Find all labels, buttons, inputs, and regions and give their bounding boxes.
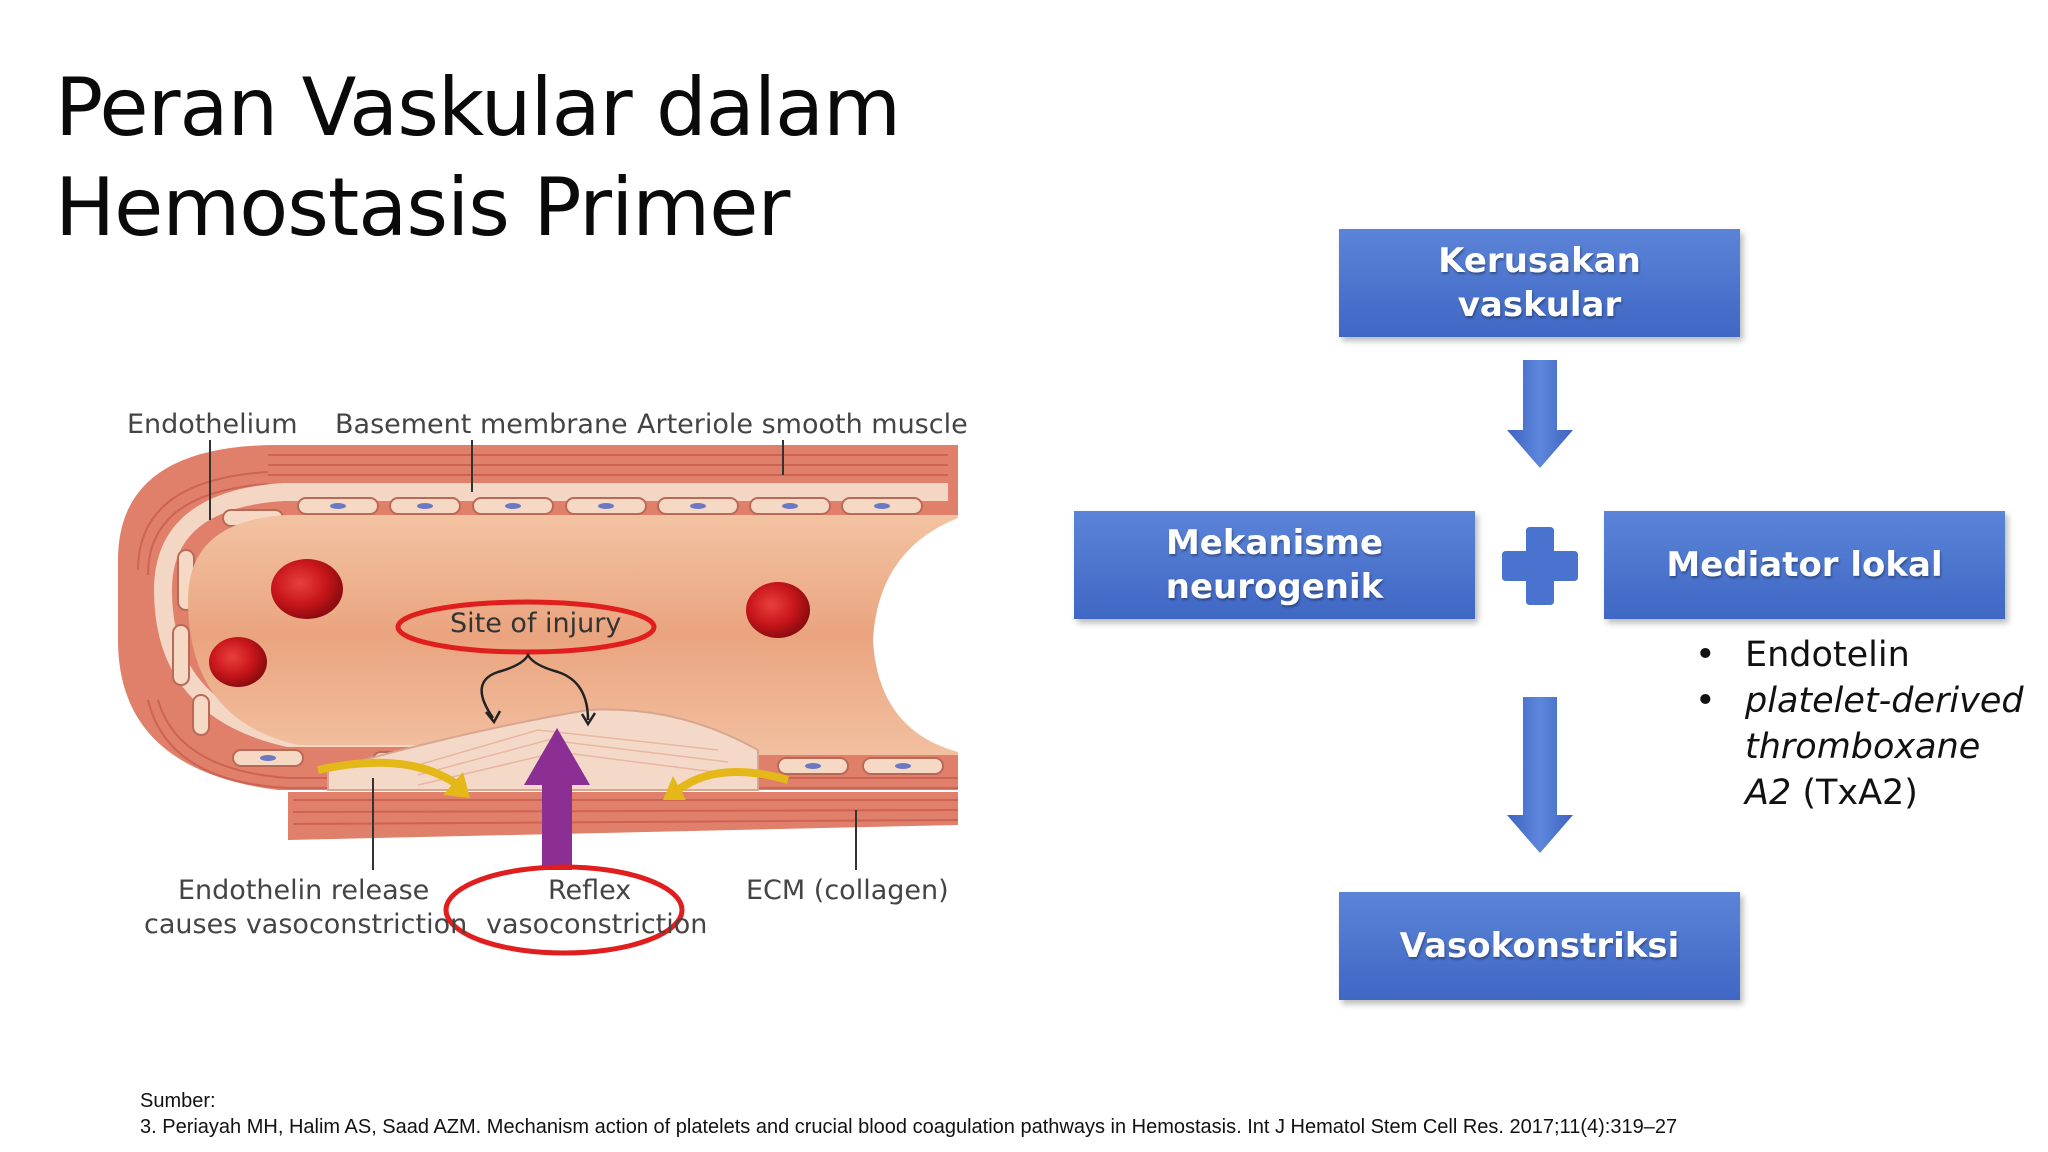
arrow-down-icon	[1507, 360, 1573, 468]
source-reference: 3. Periayah MH, Halim AS, Saad AZM. Mech…	[140, 1116, 1678, 1138]
smooth-muscle	[288, 792, 958, 840]
endothelin-arrow-left	[317, 758, 461, 789]
reflex-highlight-ellipse	[443, 864, 685, 956]
box-mediator-lokal-label: Mediator lokal	[1666, 545, 1943, 585]
box-vasokonstriksi: Vasokonstriksi	[1339, 892, 1740, 1000]
box-kerusakan-vaskular-label: Kerusakan vaskular	[1438, 241, 1641, 325]
title-line-2: Hemostasis Primer	[55, 161, 790, 254]
vessel-illustration: Endothelium Basement membrane Arteriole …	[118, 400, 968, 975]
label-reflex: Reflex	[548, 875, 632, 906]
injury-highlight-ellipse	[395, 599, 657, 655]
vessel-lumen	[188, 515, 958, 755]
label-site-of-injury: Site of injury	[450, 608, 622, 639]
label-endothelium: Endothelium	[127, 409, 298, 440]
endothelin-arrow-right	[675, 768, 790, 794]
box-kerusakan-vaskular: Kerusakan vaskular	[1339, 229, 1740, 337]
label-ecm-collagen: ECM (collagen)	[746, 875, 949, 906]
mediator-item-endotelin: Endotelin	[1695, 632, 2025, 678]
brace-arrows	[480, 652, 590, 721]
vessel-opening	[873, 518, 958, 752]
red-blood-cell	[271, 559, 343, 619]
source-citation: Sumber: 3. Periayah MH, Halim AS, Saad A…	[140, 1088, 1677, 1140]
arrow-down-icon	[1507, 697, 1573, 853]
plus-icon	[1502, 527, 1578, 605]
box-mediator-lokal: Mediator lokal	[1604, 511, 2005, 619]
label-vasoconstriction: vasoconstriction	[486, 909, 708, 940]
box-mekanisme-label-line2: neurogenik	[1165, 567, 1384, 607]
reflex-arrow	[524, 728, 590, 870]
red-blood-cell	[746, 582, 810, 638]
basement-membrane	[153, 483, 958, 747]
mediator-item-txa2-suffix: (TxA2)	[1791, 773, 1918, 813]
label-arteriole-smooth-muscle: Arteriole smooth muscle	[637, 409, 968, 440]
label-endothelin-release: Endothelin release	[178, 875, 430, 906]
box-mekanisme-label-line1: Mekanisme	[1165, 523, 1384, 563]
red-blood-cell	[209, 637, 267, 687]
leader-lines	[209, 440, 857, 870]
label-basement-membrane: Basement membrane	[335, 409, 628, 440]
page-title: Peran Vaskular dalam Hemostasis Primer	[55, 58, 1055, 258]
mediator-item-txa2: platelet-derived thromboxane A2 (TxA2)	[1695, 678, 2025, 816]
title-line-1: Peran Vaskular dalam	[55, 61, 901, 154]
source-label: Sumber:	[140, 1090, 216, 1112]
label-causes-vasoconstriction: causes vasoconstriction	[144, 909, 468, 940]
vessel-drawing	[118, 440, 958, 956]
mediator-item-txa2-italic: platelet-derived thromboxane A2	[1745, 681, 2024, 813]
box-mekanisme-neurogenik: Mekanisme neurogenik	[1074, 511, 1475, 619]
mediator-list: Endotelin platelet-derived thromboxane A…	[1695, 632, 2025, 816]
box-vasokonstriksi-label: Vasokonstriksi	[1399, 926, 1680, 966]
